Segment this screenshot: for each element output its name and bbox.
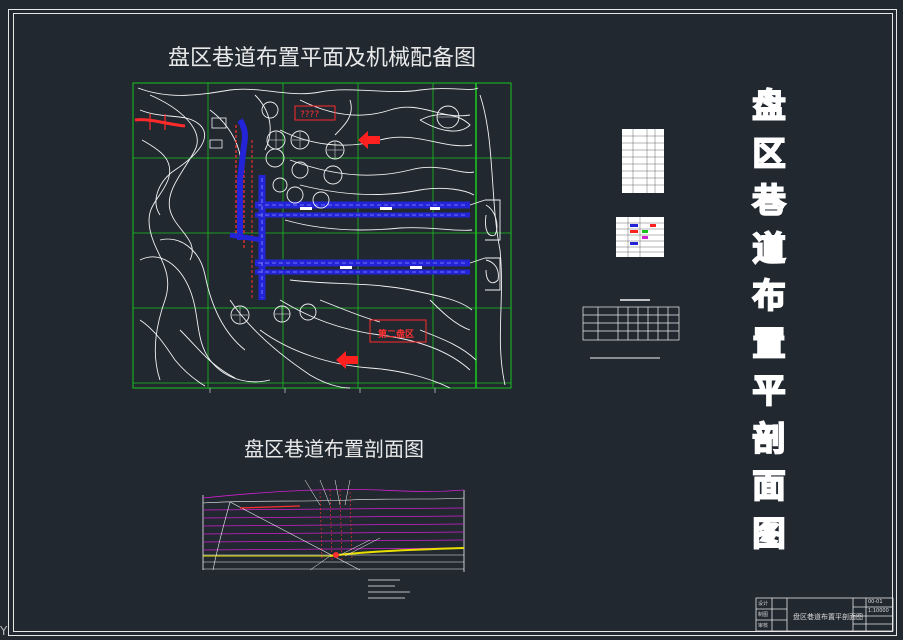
vertical-title-char: 平 — [752, 370, 787, 411]
specification-table — [582, 299, 680, 359]
vertical-title-char: 巷 — [752, 180, 787, 221]
ucs-axis-label: Y — [0, 624, 8, 638]
vertical-title-char: 盘 — [752, 85, 787, 126]
vertical-title-char: 图 — [752, 513, 787, 554]
section-view-title: 盘区巷道布置剖面图 — [244, 437, 424, 461]
plan-view-title: 盘区巷道布置平面及机械配备图 — [168, 46, 477, 71]
drawing-vertical-title: 盘 区 巷 道 布 置 平 剖 面 图 — [748, 82, 790, 557]
vertical-title-char: 置 — [752, 323, 787, 364]
unknown-marker-label: ???? — [300, 110, 320, 120]
title-block-drawing-name: 盘区巷道布置平剖面图 — [793, 613, 863, 621]
arrow-icon — [358, 131, 380, 149]
vertical-title-char: 道 — [752, 228, 787, 269]
title-block — [755, 597, 894, 632]
vertical-title-char: 剖 — [752, 418, 787, 459]
legend-table — [616, 217, 664, 257]
vertical-title-char: 面 — [752, 465, 787, 506]
equipment-table — [622, 129, 664, 193]
title-block-row-label: 制图 — [758, 612, 769, 618]
arrow-icon — [336, 351, 358, 369]
section-view — [202, 479, 465, 599]
second-panel-label: 第二盘区 — [378, 330, 415, 340]
outer-frame — [8, 9, 897, 636]
title-block-row-label: 设计 — [758, 601, 769, 607]
title-block-drawing-no: 00-01 — [868, 599, 883, 605]
vertical-title-char: 区 — [752, 133, 787, 174]
inner-frame — [13, 13, 893, 632]
vertical-title-char: 布 — [752, 275, 787, 316]
title-block-scale: 1:10000 — [868, 608, 889, 614]
plan-view — [132, 82, 512, 393]
title-block-row-label: 审核 — [758, 623, 769, 629]
